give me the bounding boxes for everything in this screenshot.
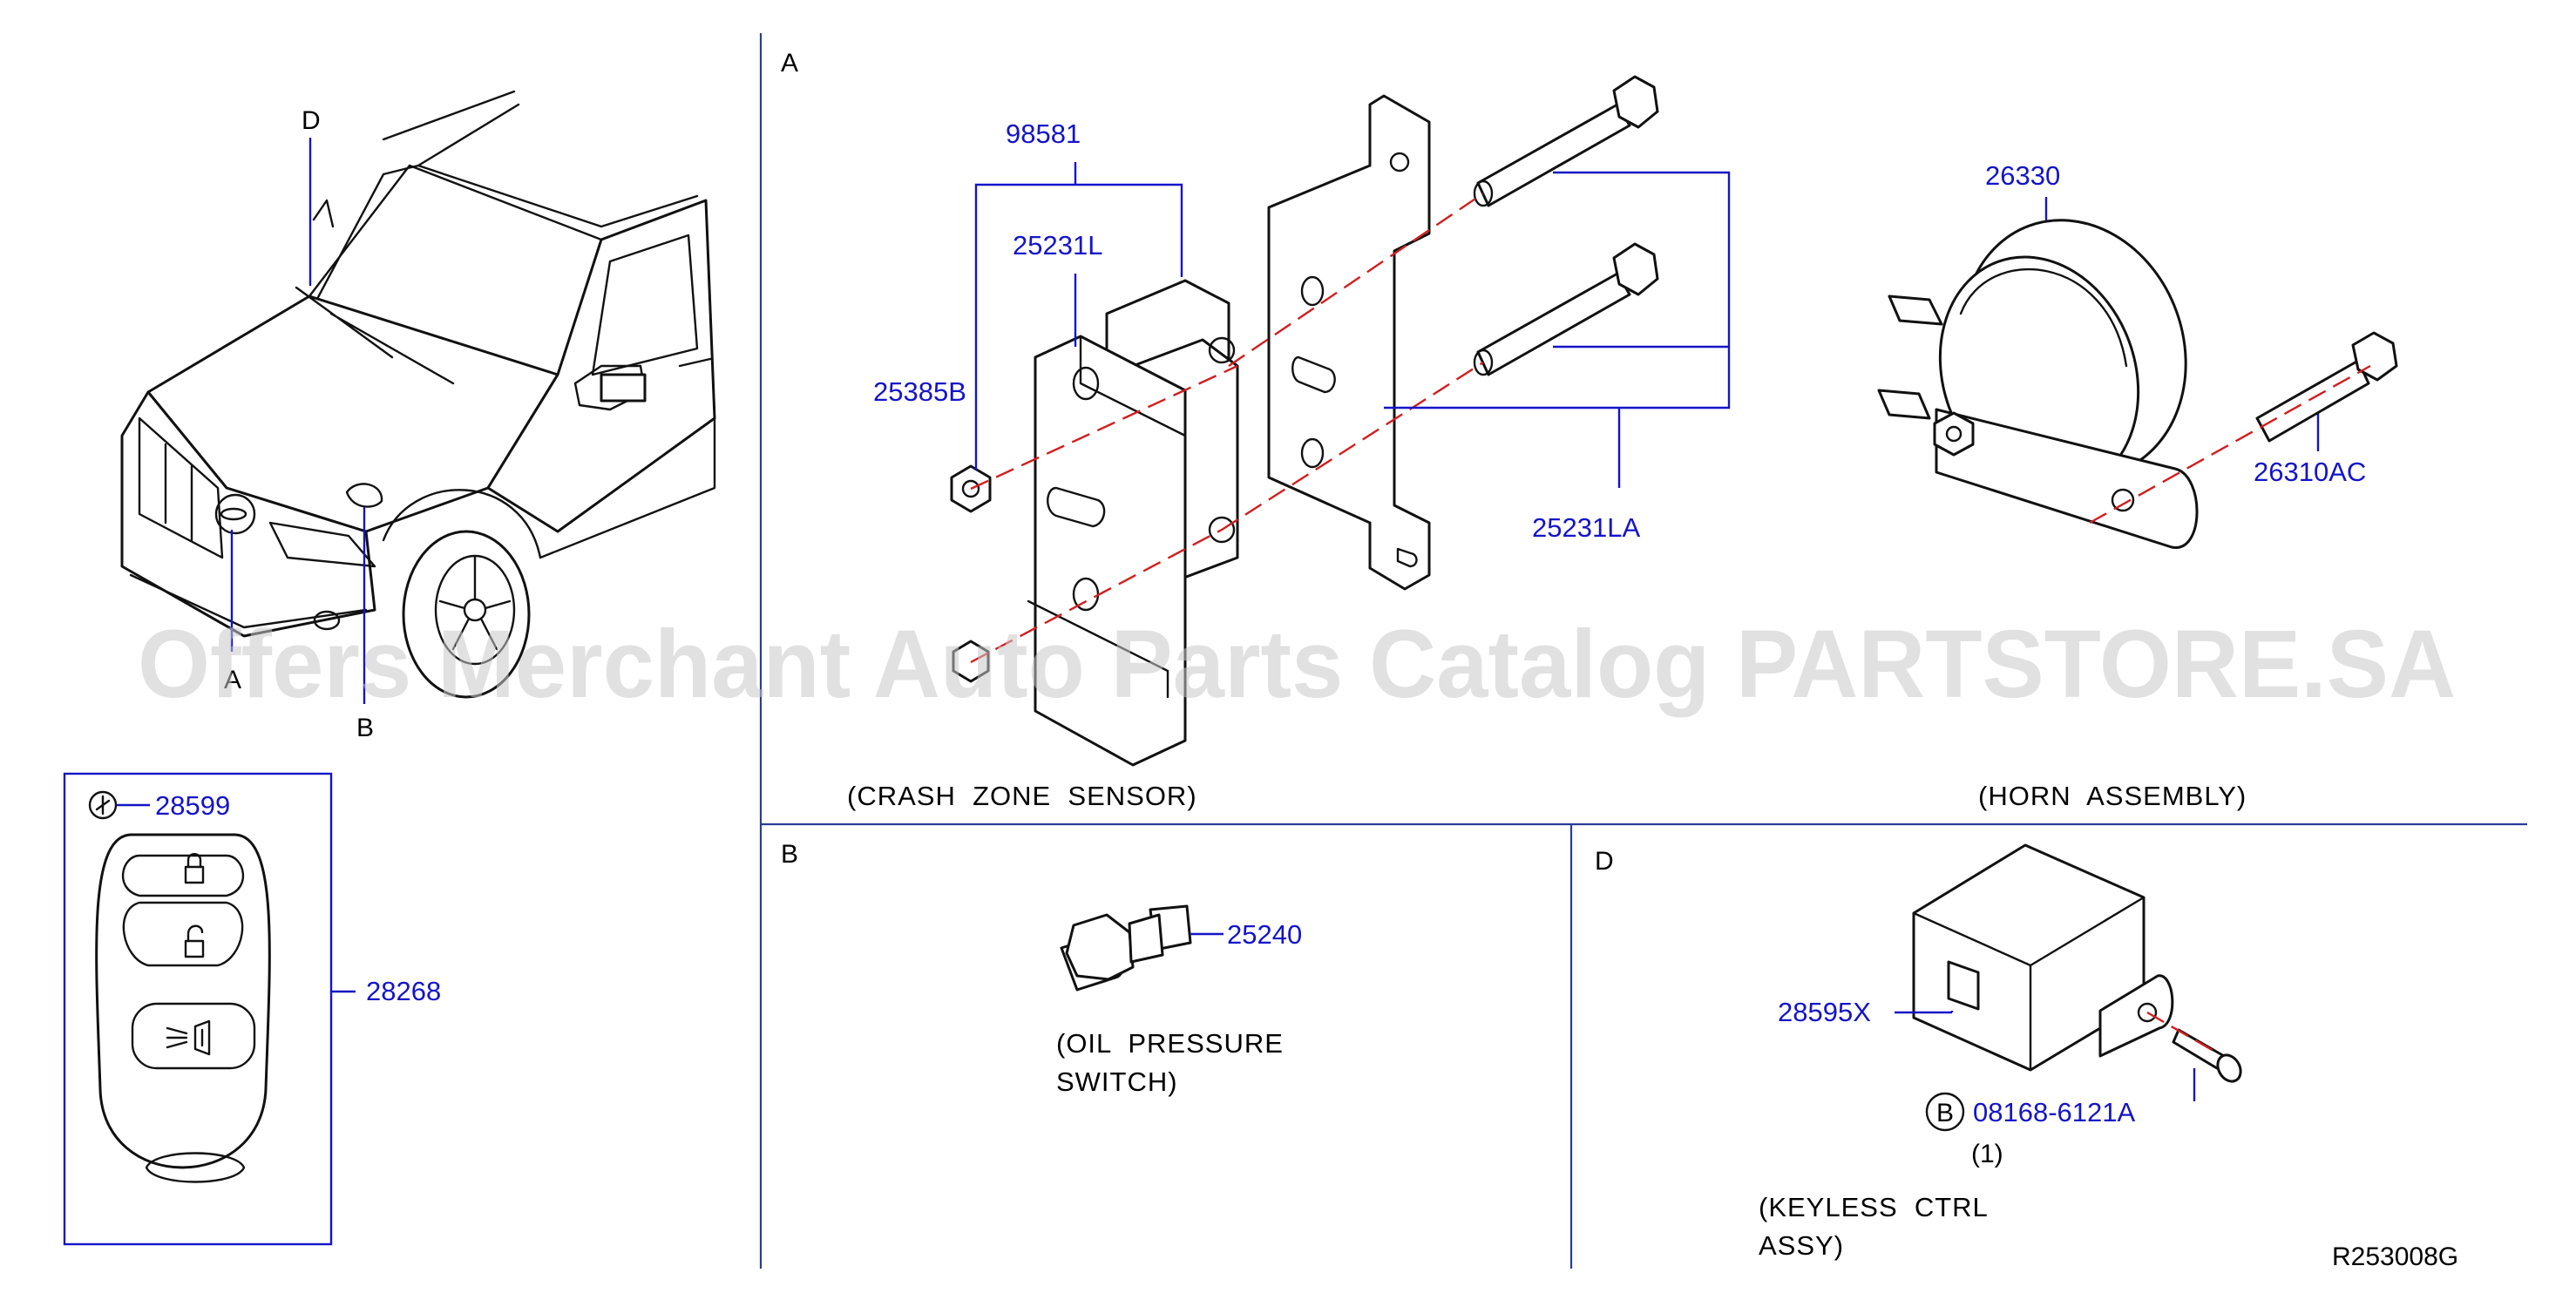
bolt-symbol-letter: B [1936,1099,1954,1127]
vehicle-callout-a: A [224,666,241,694]
vehicle-callout-b: B [356,714,374,742]
part-number-28268: 28268 [366,976,441,1006]
unlock-icon [184,939,205,958]
oil-pressure-switch [1060,904,1224,992]
vehicle-callout-lines [230,138,366,704]
caption-crash-zone-sensor: (CRASH ZONE SENSOR) [847,781,1197,811]
section-a-callout-lines [974,162,2320,488]
caption-keyless-line1: (KEYLESS CTRL [1759,1192,1989,1222]
section-label-a: A [781,49,798,78]
horn-assembly [1877,219,2398,549]
keyless-control-assy [1895,843,2242,1101]
caption-horn-assembly: (HORN ASSEMBLY) [1978,781,2247,811]
section-label-b: B [781,840,798,869]
part-number-98581: 98581 [1006,118,1081,149]
key-fob [88,790,356,1183]
part-number-25231LA: 25231LA [1532,512,1640,543]
caption-keyless-line2: ASSY) [1759,1230,1844,1261]
section-label-d: D [1595,847,1614,876]
part-number-28595X: 28595X [1778,997,1871,1027]
part-number-25385B: 25385B [873,376,966,407]
fob-battery-icon [88,790,118,820]
part-number-25240: 25240 [1227,919,1302,950]
vehicle-callout-d: D [302,106,321,135]
watermark-text: Offers Merchant Auto Parts Catalog PARTS… [138,611,2456,718]
lock-icon [184,865,205,884]
horn-panic-icon [193,1019,211,1056]
section-dividers [759,33,2527,1269]
part-number-08168-6121a: 08168-6121A [1973,1097,2135,1127]
bolt-symbol-circle [1925,1092,1965,1132]
part-number-25231L: 25231L [1013,230,1102,261]
crash-zone-sensor [950,75,1659,767]
part-number-26310AC: 26310AC [2254,457,2366,487]
part-number-28599: 28599 [155,790,230,821]
caption-oil-pressure-line1: (OIL PRESSURE [1056,1028,1284,1059]
diagram-code: R253008G [2332,1242,2458,1271]
caption-oil-pressure-line2: SWITCH) [1056,1066,1178,1097]
key-fob-box [63,772,333,1246]
vehicle-illustration [120,90,716,699]
part-number-26330: 26330 [1985,160,2060,191]
quantity-label: (1) [1971,1140,2003,1168]
